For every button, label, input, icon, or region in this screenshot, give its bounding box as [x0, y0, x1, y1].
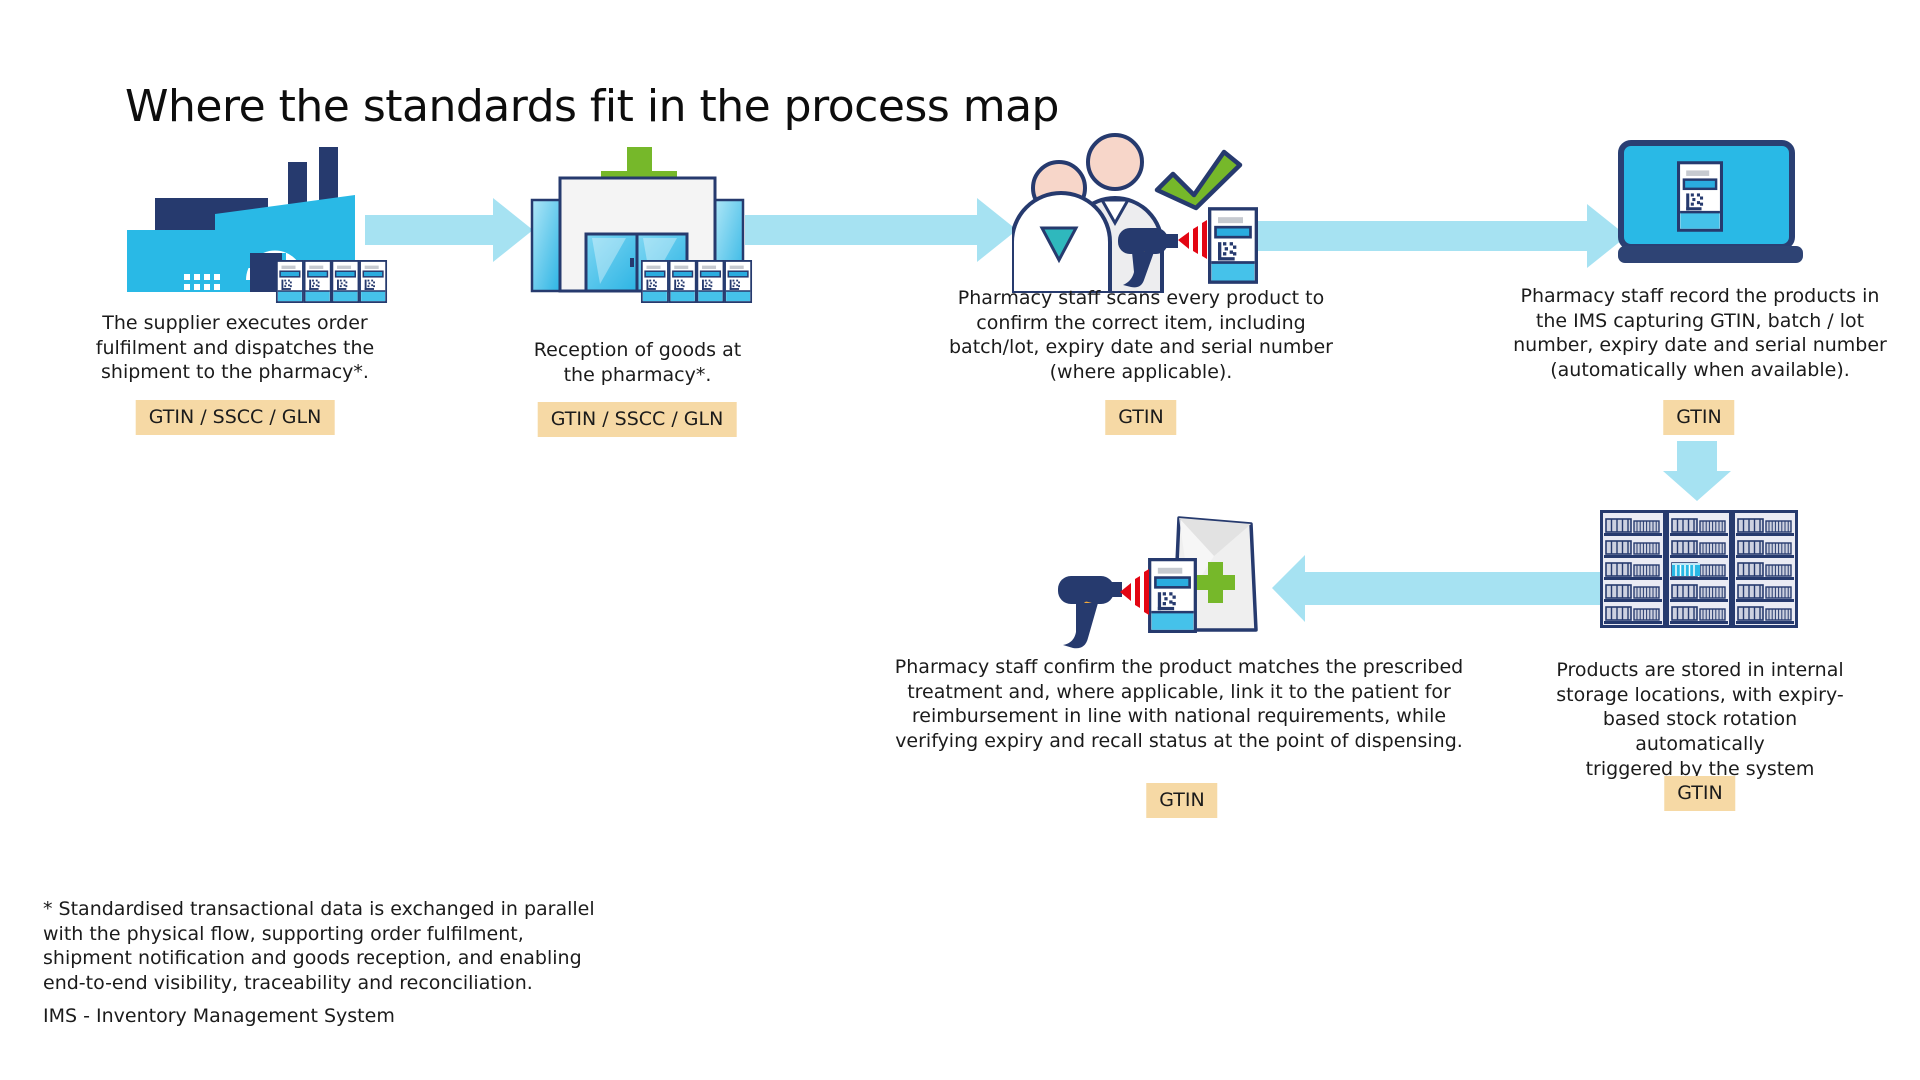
product-pack-icon — [1677, 161, 1723, 232]
flow-arrow-right-3 — [1235, 204, 1627, 268]
staff-scanning-icon — [1012, 133, 1258, 293]
footnote: * Standardised transactional data is exc… — [43, 898, 595, 994]
highlighted-stock-row — [1672, 563, 1700, 576]
flow-arrow-right-1 — [365, 198, 533, 262]
product-packs-icon — [277, 261, 386, 302]
standards-badge-storage: GTIN — [1664, 776, 1736, 811]
ims-definition: IMS - Inventory Management System — [43, 1005, 395, 1027]
step-text-dispensing: Pharmacy staff confirm the product match… — [894, 656, 1464, 753]
step-text-supplier: The supplier executes order fulfilment a… — [95, 312, 375, 384]
page-title: Where the standards fit in the process m… — [125, 81, 1059, 133]
barcode-scanner-icon — [1118, 228, 1178, 288]
scan-beam-icon — [1120, 569, 1149, 615]
shelf-rows — [1604, 518, 1794, 624]
standards-badge-dispensing: GTIN — [1146, 783, 1218, 818]
standards-badge-recording: GTIN — [1663, 400, 1735, 435]
standards-badge-reception: GTIN / SSCC / GLN — [537, 402, 737, 437]
scanner-dispensing-icon — [1058, 516, 1258, 649]
scan-beam-icon — [1178, 220, 1207, 259]
flow-arrow-down — [1663, 441, 1731, 501]
flow-arrow-left — [1272, 555, 1602, 622]
storage-shelves-icon — [1600, 510, 1798, 628]
flow-arrow-right-2 — [745, 198, 1017, 262]
step-text-reception: Reception of goods at the pharmacy*. — [533, 339, 742, 386]
checkmark-icon — [1154, 149, 1243, 211]
product-packs-icon — [642, 261, 751, 302]
step-text-scanning: Pharmacy staff scans every product to co… — [949, 287, 1333, 384]
pharmacy-building-icon — [530, 147, 763, 308]
standards-badge-supplier: GTIN / SSCC / GLN — [135, 400, 335, 435]
step-text-storage: Products are stored in internal storage … — [1556, 659, 1844, 780]
product-pack-icon — [1208, 207, 1258, 284]
standards-badge-scanning: GTIN — [1105, 400, 1177, 435]
factory-icon — [127, 147, 390, 308]
barcode-scanner-icon — [1058, 576, 1122, 649]
laptop-ims-icon — [1618, 140, 1803, 263]
step-text-recording: Pharmacy staff record the products in th… — [1513, 285, 1887, 382]
product-pack-icon — [1148, 558, 1197, 633]
